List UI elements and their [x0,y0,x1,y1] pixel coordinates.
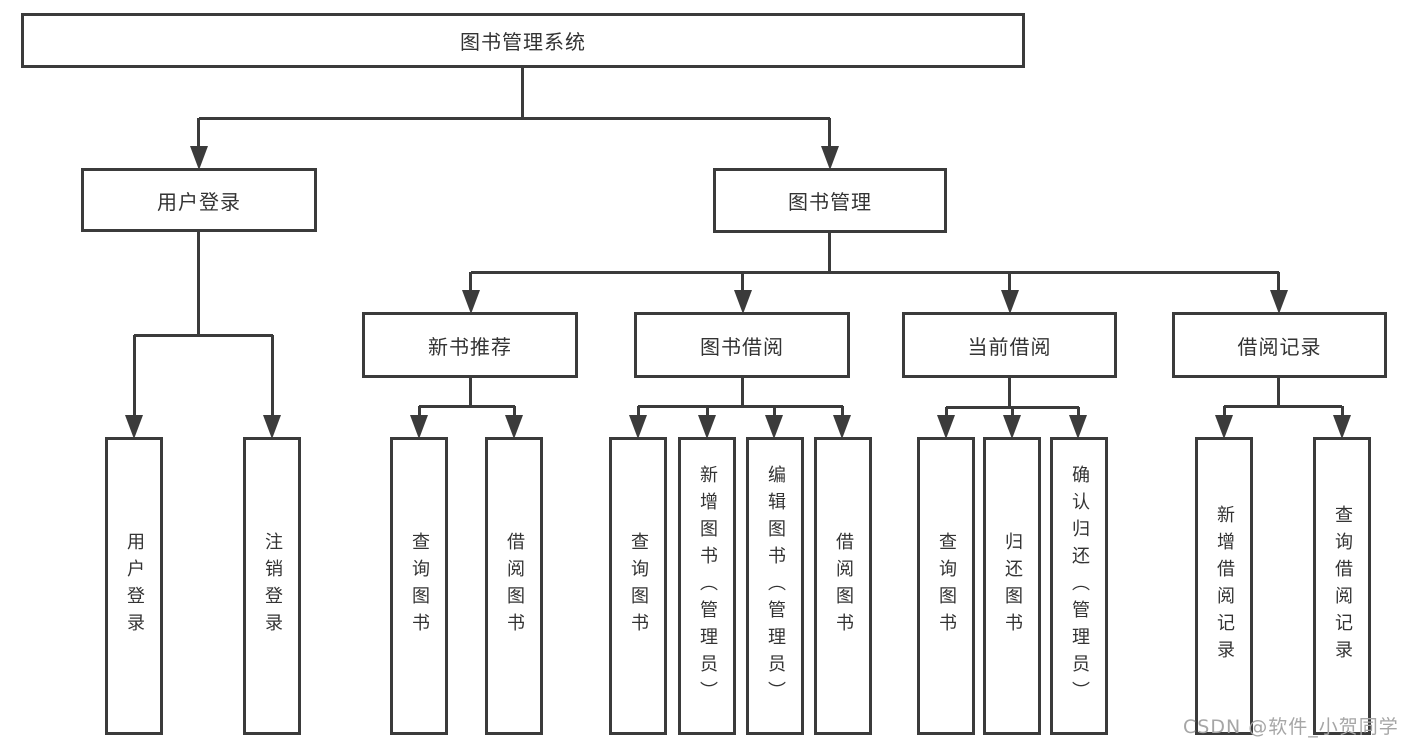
leaf-label: 借阅图书 [504,532,525,640]
leaf-label: 查询图书 [409,532,430,640]
connector-line [773,406,776,418]
connector-line [828,118,831,150]
node-current-borrowing: 当前借阅 [902,312,1117,378]
arrow-down-icon [462,290,480,314]
arrow-down-icon [734,290,752,314]
connector-line [1077,407,1080,418]
connector-line [199,117,830,120]
node-book-management: 图书管理 [713,168,947,233]
leaf-logout: 注销登录 [243,437,301,735]
leaf-label: 查询借阅记录 [1332,505,1353,667]
arrow-down-icon [190,146,208,170]
leaf-label: 注销登录 [262,532,283,640]
arrow-down-icon [263,415,281,439]
leaf-borrow-books: 借阅图书 [485,437,543,735]
arrow-down-icon [937,415,955,439]
connector-line [469,272,472,292]
arrow-down-icon [1003,415,1021,439]
leaf-search-books: 查询图书 [917,437,975,735]
arrow-down-icon [505,415,523,439]
connector-line [133,335,136,415]
arrow-down-icon [698,415,716,439]
connector-line [1277,272,1280,292]
csdn-watermark: CSDN @软件_小贺同学 [1183,716,1399,738]
connector-line [197,232,200,335]
arrow-down-icon [821,146,839,170]
connector-line [134,334,273,337]
leaf-add-books-admin: 新增图书（管理员） [678,437,736,735]
leaf-label: 确认归还（管理员） [1069,464,1090,708]
connector-line [1008,272,1011,292]
connector-line [271,335,274,415]
connector-line [637,406,640,418]
node-user-login: 用户登录 [81,168,317,232]
leaf-search-books: 查询图书 [390,437,448,735]
arrow-down-icon [1333,415,1351,439]
connector-line [741,378,744,406]
connector-line [828,233,831,272]
arrow-down-icon [1001,290,1019,314]
leaf-add-borrow-record: 新增借阅记录 [1195,437,1253,735]
leaf-label: 查询图书 [936,532,957,640]
connector-line [1008,378,1011,407]
node-new-book-recommendation: 新书推荐 [362,312,578,378]
arrow-down-icon [410,415,428,439]
leaf-confirm-return-admin: 确认归还（管理员） [1050,437,1108,735]
connector-line [197,118,200,150]
leaf-label: 查询图书 [628,532,649,640]
connector-line [521,68,524,118]
connector-line [471,271,1279,274]
connector-line [945,407,948,418]
leaf-label: 新增图书（管理员） [697,464,718,708]
leaf-label: 编辑图书（管理员） [765,464,786,708]
leaf-user-login: 用户登录 [105,437,163,735]
connector-line [638,405,843,408]
arrow-down-icon [629,415,647,439]
connector-line [1011,407,1014,418]
connector-line [1341,406,1344,418]
connector-line [706,406,709,418]
arrow-down-icon [1270,290,1288,314]
leaf-return-books: 归还图书 [983,437,1041,735]
node-book-borrowing: 图书借阅 [634,312,850,378]
leaf-label: 新增借阅记录 [1214,505,1235,667]
arrow-down-icon [1215,415,1233,439]
arrow-down-icon [765,415,783,439]
leaf-label: 借阅图书 [833,532,854,640]
leaf-search-books: 查询图书 [609,437,667,735]
leaf-label: 用户登录 [124,532,145,640]
root-node-library-management-system: 图书管理系统 [21,13,1025,68]
connector-line [1224,405,1342,408]
connector-line [841,406,844,418]
leaf-borrow-books: 借阅图书 [814,437,872,735]
node-borrowing-records: 借阅记录 [1172,312,1387,378]
connector-line [1223,406,1226,418]
connector-line [1277,378,1280,406]
leaf-edit-books-admin: 编辑图书（管理员） [746,437,804,735]
connector-line [513,406,516,418]
arrow-down-icon [125,415,143,439]
leaf-label: 归还图书 [1002,532,1023,640]
connector-line [418,406,421,418]
connector-line [741,272,744,292]
leaf-search-borrow-record: 查询借阅记录 [1313,437,1371,735]
arrow-down-icon [833,415,851,439]
arrow-down-icon [1069,415,1087,439]
connector-line [419,405,515,408]
connector-line [469,378,472,406]
